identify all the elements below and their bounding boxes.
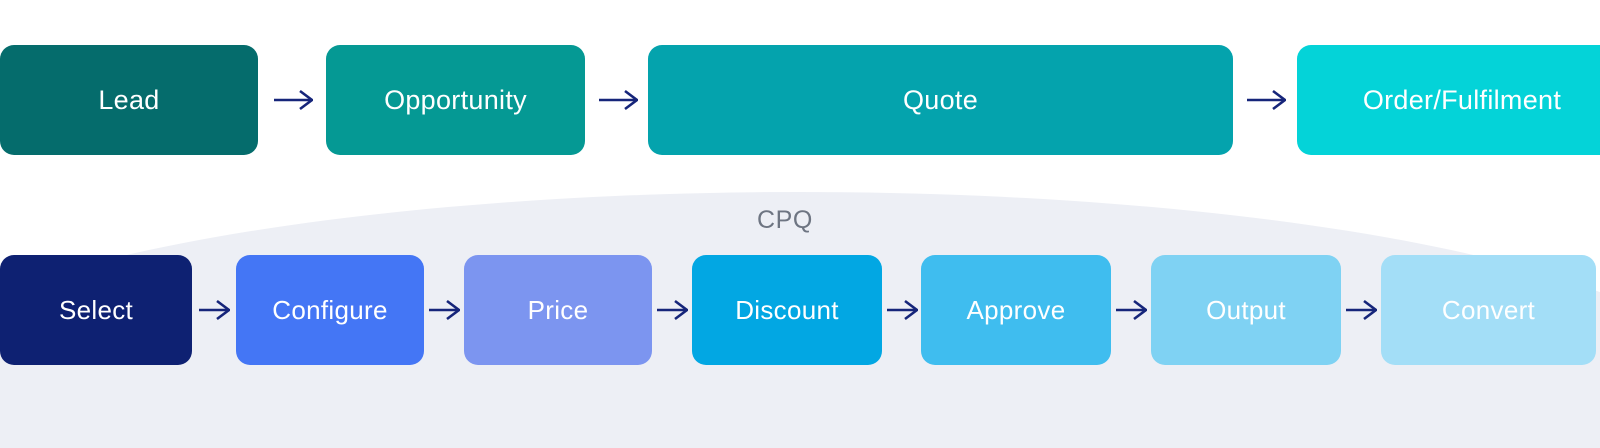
node-lead[interactable]: Lead: [0, 45, 258, 155]
node-price[interactable]: Price: [464, 255, 652, 365]
arrow-right-icon-select-to-configure: [198, 297, 230, 323]
arrow-right-icon-approve-to-output: [1115, 297, 1147, 323]
node-opportunity[interactable]: Opportunity: [326, 45, 585, 155]
arrow-right-icon-discount-to-approve: [886, 297, 918, 323]
node-select[interactable]: Select: [0, 255, 192, 365]
node-approve[interactable]: Approve: [921, 255, 1111, 365]
arrow-right-icon-price-to-discount: [656, 297, 688, 323]
arrow-right-icon-lead-to-opportunity: [273, 87, 313, 113]
node-output[interactable]: Output: [1151, 255, 1341, 365]
node-quote[interactable]: Quote: [648, 45, 1233, 155]
arrow-right-icon-output-to-convert: [1345, 297, 1377, 323]
node-configure[interactable]: Configure: [236, 255, 424, 365]
node-order-fulfilment[interactable]: Order/Fulfilment: [1297, 45, 1600, 155]
arrow-right-icon-quote-to-order: [1246, 87, 1286, 113]
node-convert[interactable]: Convert: [1381, 255, 1596, 365]
cpq-group-label: CPQ: [757, 206, 813, 234]
arrow-right-icon-configure-to-price: [428, 297, 460, 323]
node-discount[interactable]: Discount: [692, 255, 882, 365]
arrow-right-icon-opportunity-to-quote: [598, 87, 638, 113]
